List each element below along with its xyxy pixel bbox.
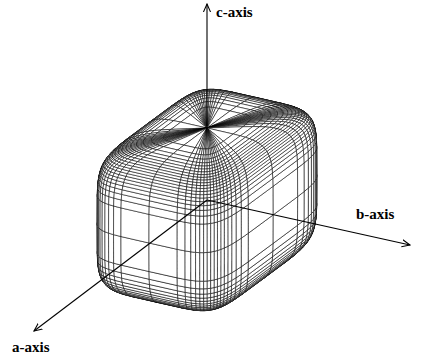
mesh-cell <box>196 304 200 306</box>
mesh-cell <box>207 202 210 206</box>
mesh-cell <box>205 307 208 309</box>
mesh-cell <box>200 298 203 302</box>
mesh-cell <box>207 308 210 309</box>
mesh-cell <box>214 305 217 307</box>
mesh-cell <box>204 90 207 91</box>
mesh-cell <box>102 230 105 260</box>
mesh-cell <box>197 185 200 192</box>
mesh-cell <box>224 91 231 93</box>
mesh-cell <box>200 206 203 210</box>
mesh-cell <box>105 232 109 262</box>
mesh-cell <box>308 157 311 188</box>
mesh-cell <box>102 202 105 232</box>
mesh-cell <box>204 89 207 91</box>
mesh-cell <box>308 185 311 216</box>
mesh-cell <box>200 185 203 191</box>
mesh-cell <box>304 159 308 191</box>
mesh-cell <box>204 89 207 91</box>
mesh-cell <box>191 306 196 308</box>
mesh-cell <box>204 308 207 309</box>
mesh-cell <box>204 89 207 90</box>
mesh-cell <box>304 188 308 220</box>
mesh-cell <box>205 305 208 307</box>
mesh-cell <box>114 235 122 265</box>
mesh-cell <box>109 233 114 263</box>
